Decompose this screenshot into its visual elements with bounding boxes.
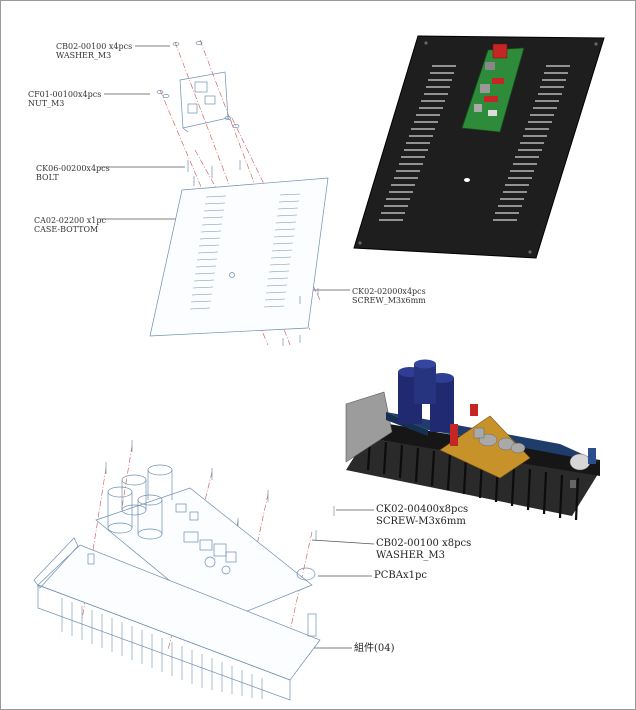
pcba-render bbox=[345, 359, 600, 521]
callout-name: WASHER_M3 bbox=[376, 550, 446, 561]
callout-screw-top: CK02-02000x4pcs SCREW_M3x6mm bbox=[352, 287, 426, 305]
callout-part: PCBAx1pc bbox=[374, 570, 427, 581]
callout-part: CA02-02200 x1pc bbox=[34, 216, 106, 225]
nut-bracket bbox=[179, 71, 233, 133]
callout-case-bottom: CA02-02200 x1pc CASE-BOTTOM bbox=[34, 216, 106, 234]
callout-bolt: CK06-00200x4pcs BOLT bbox=[36, 164, 110, 182]
callout-name: SCREW-M3x6mm bbox=[376, 516, 466, 527]
callout-part: CB02-00100 x8pcs bbox=[376, 538, 472, 549]
callout-part: CK02-02000x4pcs bbox=[352, 287, 426, 296]
callout-washer-top: CB02-00100 x4pcs WASHER_M3 bbox=[56, 42, 132, 60]
top-exploded-view bbox=[100, 39, 350, 346]
callout-name: BOLT bbox=[36, 173, 59, 182]
washer-icon bbox=[156, 41, 240, 128]
callout-washer-bottom: CB02-00100 x8pcs WASHER_M3 bbox=[376, 538, 471, 562]
callout-part: CB02-00100 x4pcs bbox=[56, 42, 133, 51]
callout-name: NUT_M3 bbox=[28, 99, 65, 108]
callout-assembly: 組件(04) bbox=[354, 643, 395, 655]
callout-part: CF01-00100x4pcs bbox=[28, 90, 102, 99]
bolt-icon bbox=[187, 160, 241, 186]
callout-screw-bottom: CK02-00400x8pcs SCREW-M3x6mm bbox=[376, 504, 468, 528]
callout-name: WASHER_M3 bbox=[56, 51, 112, 60]
capacitor bbox=[107, 464, 173, 540]
case-bottom-render bbox=[353, 35, 605, 259]
bottom-exploded-view bbox=[33, 440, 375, 701]
callout-nut: CF01-00100x4pcs NUT_M3 bbox=[28, 90, 101, 108]
callout-name: CASE-BOTTOM bbox=[34, 225, 99, 234]
callout-name: SCREW_M3x6mm bbox=[352, 296, 426, 305]
screw-icon bbox=[282, 288, 319, 346]
callout-part: CK02-00400x8pcs bbox=[376, 504, 469, 515]
callout-part: 組件(04) bbox=[354, 643, 395, 654]
capacitor bbox=[398, 359, 454, 432]
case-bottom-plate bbox=[149, 177, 329, 337]
callout-pcba: PCBAx1pc bbox=[374, 570, 427, 582]
callout-part: CK06-00200x4pcs bbox=[36, 164, 110, 173]
bracket bbox=[439, 415, 531, 479]
